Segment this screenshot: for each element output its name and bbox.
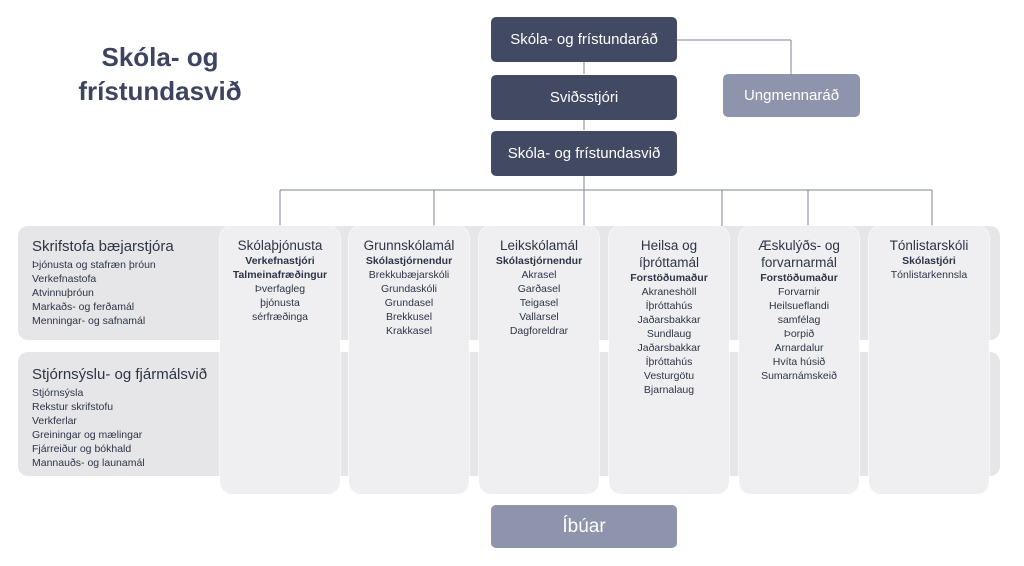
column-item: Íþróttahús [645,300,693,312]
column-role: Verkefnastjóri [245,255,315,267]
office-heading: Skrifstofa bæjarstjóra [32,238,174,255]
residents-box: Íbúar [491,505,677,548]
admin-heading: Stjórnsýslu- og fjármálsvið [32,366,208,383]
column-item: Arnardalur [774,342,824,354]
column-item: Þverfagleg [254,283,306,295]
column-item: Vesturgötu [643,370,695,382]
column-item: Tónlistarkennsla [890,269,968,281]
column-item: Sumarnámskeið [761,370,837,382]
column-item: Akrasel [521,269,557,281]
title-line-1: Skóla- og [101,42,219,72]
column-music-school: Tónlistarskóli Skólastjóri Tónlistarkenn… [869,226,989,494]
admin-item: Verkferlar [32,415,77,427]
column-item: Brekkubæjarskóli [368,269,450,281]
office-item: Atvinnuþróun [32,287,94,299]
column-item: Krakkasel [385,325,433,337]
column-role: Skólastjóri [902,255,956,267]
column-health-sports: Heilsa og íþróttamál Forstöðumaður Akran… [609,226,729,494]
division-box: Skóla- og frístundasvið [491,131,677,176]
column-heading: Tónlistarskóli [889,238,969,253]
column-item: Brekkusel [385,311,433,323]
director-box: Sviðsstjóri [491,75,677,120]
column-preschools: Leikskólamál Skólastjórnendur Akrasel Ga… [479,226,599,494]
column-heading-line: Heilsa og [640,238,698,253]
column-school-services: Skólaþjónusta Verkefnastjóri Talmeinafræ… [220,226,340,494]
column-role: Talmeinafræðingur [232,269,328,281]
column-item: samfélag [777,314,821,326]
column-item: Hvíta húsið [772,356,826,368]
admin-item: Rekstur skrifstofu [32,401,114,413]
column-item: Grundasel [384,297,434,309]
office-item: Menningar- og safnamál [32,315,146,327]
column-item: Þorpið [783,328,815,340]
page-title: Skóla- og frístundasvið [60,40,260,108]
column-role: Skólastjórnendur [495,255,583,267]
council-box: Skóla- og frístundaráð [491,17,677,62]
column-item: Dagforeldrar [509,325,569,337]
column-youth-prevention: Æskulýðs- og forvarnarmál Forstöðumaður … [739,226,859,494]
admin-item: Stjórnsýsla [32,387,84,399]
column-role: Forstöðumaður [630,272,708,284]
office-item: Markaðs- og ferðamál [32,301,135,313]
column-item: Bjarnalaug [643,384,695,396]
column-role: Skólastjórnendur [365,255,453,267]
office-section: Skrifstofa bæjarstjóra Þjónusta og stafr… [32,237,222,328]
admin-section: Stjórnsýslu- og fjármálsvið Stjórnsýsla … [32,365,222,470]
column-item: Teigasel [519,297,559,309]
column-item: Heilsueflandi [768,300,830,312]
title-line-2: frístundasvið [78,76,242,106]
youth-council-box: Ungmennaráð [723,74,860,117]
admin-item: Fjárreiður og bókhald [32,443,132,455]
column-role: Forstöðumaður [760,272,838,284]
column-item: Íþróttahús [645,356,693,368]
column-heading-line: forvarnarmál [761,255,837,270]
column-item: Jaðarsbakkar [637,342,701,354]
column-item: sérfræðinga [251,311,309,323]
column-heading: Æskulýðs- og forvarnarmál [739,237,859,271]
column-heading: Leikskólamál [499,238,579,253]
column-item: Sundlaug [646,328,692,340]
office-item: Þjónusta og stafræn þróun [32,259,156,271]
office-item: Verkefnastofa [32,273,97,285]
column-item: Jaðarsbakkar [637,314,701,326]
column-heading: Grunnskólamál [363,238,455,253]
admin-item: Mannauðs- og launamál [32,457,145,469]
column-item: Garðasel [517,283,561,295]
column-item: þjónusta [260,297,300,309]
admin-item: Greiningar og mælingar [32,429,143,441]
column-item: Grundaskóli [380,283,438,295]
column-heading-line: íþróttamál [638,255,700,270]
column-item: Forvarnir [777,286,820,298]
column-heading: Heilsa og íþróttamál [609,237,729,271]
column-heading: Skólaþjónusta [237,238,323,253]
column-item: Akraneshöll [641,286,697,298]
column-primary-schools: Grunnskólamál Skólastjórnendur Brekkubæj… [349,226,469,494]
column-item: Vallarsel [519,311,559,323]
column-heading-line: Æskulýðs- og [758,238,840,253]
